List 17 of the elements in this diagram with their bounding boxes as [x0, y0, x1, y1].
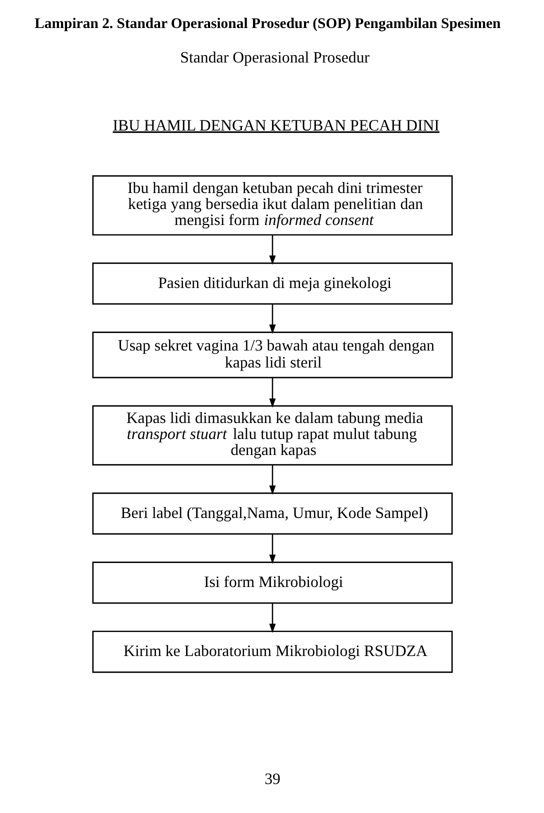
node-box: Pasien ditidurkan di meja ginekologi: [92, 262, 452, 305]
arrow: [268, 378, 276, 408]
diagram-title: Lampiran 2. Standar Operasional Prosedur (SOP) Pengambilan Spesimen: [34, 16, 500, 32]
node-box: Beri label (Tanggal,Nama, Umur, Kode Sampel): [92, 492, 452, 535]
label: 39: [264, 770, 280, 788]
arrow: [268, 465, 276, 495]
node-box: Ibu hamil dengan ketuban pecah dini trimester ketiga yang bersedia ikut dalam penelitian dan mengisi form informed consent: [92, 175, 452, 236]
node-box: Kapas lidi dimasukkan ke dalam tabung media transport stuart lalu tutup rapat mulut tabung dengan kapas: [92, 405, 452, 466]
arrow: [268, 603, 276, 633]
label: IBU HAMIL DENGAN KETUBAN PECAH DINI: [112, 117, 439, 134]
arrow: [268, 534, 276, 564]
arrow: [268, 235, 276, 265]
node-box: Usap sekret vagina 1/3 bawah atau tengah dengan kapas lidi steril: [92, 332, 452, 378]
node-box: Kirim ke Laboratorium Mikrobiologi RSUDZA: [92, 630, 452, 673]
node-box: Isi form Mikrobiologi: [92, 562, 452, 604]
arrow: [268, 304, 276, 334]
label: Standar Operasional Prosedur: [180, 49, 370, 66]
